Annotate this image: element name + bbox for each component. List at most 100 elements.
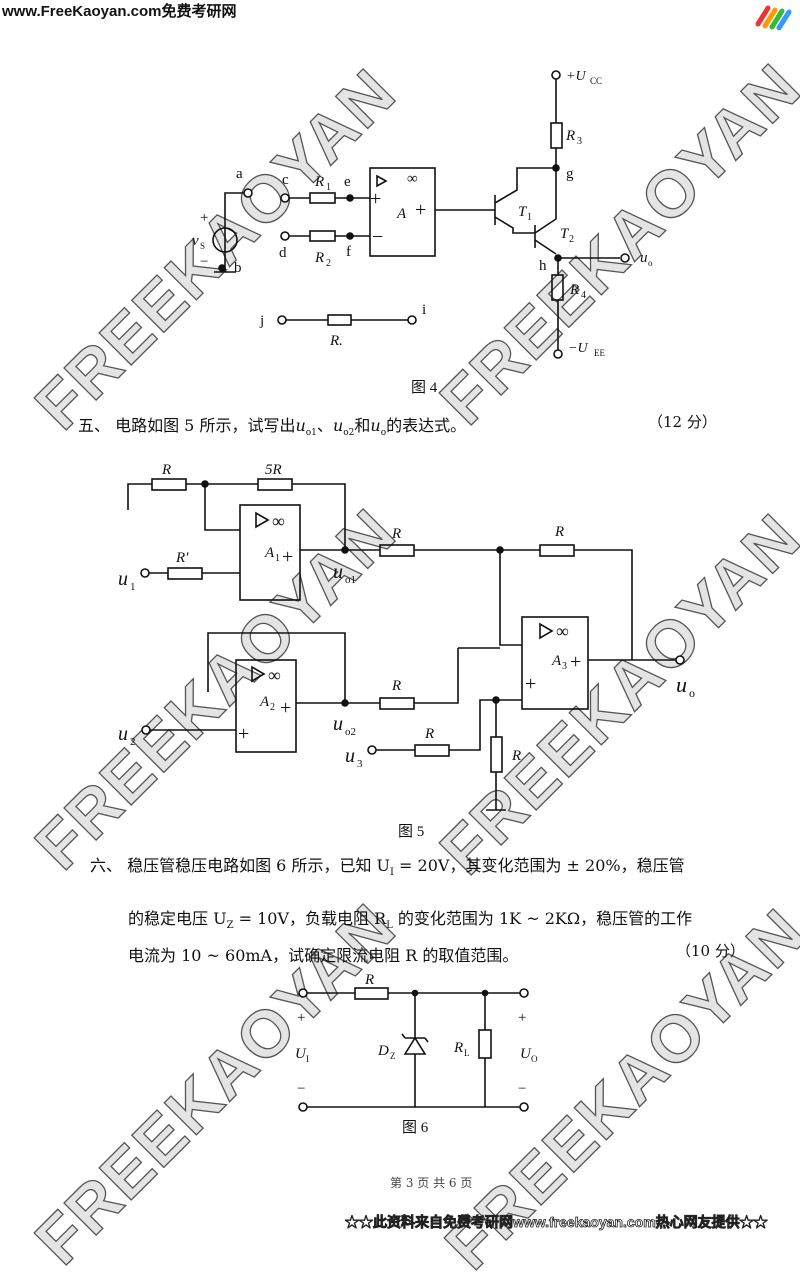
source-plus: + xyxy=(200,210,208,226)
page-number: 第 3 页 共 6 页 xyxy=(390,1176,473,1190)
uo-label: U xyxy=(520,1046,532,1062)
a3-in-sign: + xyxy=(525,673,536,695)
u1-label: u xyxy=(118,568,128,590)
u1-sub: 1 xyxy=(130,581,136,593)
question-6-line2: 的稳定电压 UZ = 10V，负载电阻 RL 的变化范围为 1K ~ 2KΩ，稳… xyxy=(128,905,692,931)
r1-sub: 1 xyxy=(326,182,331,193)
r-mid-label: R xyxy=(391,526,401,542)
r-fb-label: R xyxy=(554,524,564,540)
a3-sub: 3 xyxy=(562,661,567,672)
r2-sub: 2 xyxy=(326,258,331,269)
node-e-label: e xyxy=(344,174,351,190)
node-d-label: d xyxy=(279,245,287,261)
a3-infinity: ∞ xyxy=(556,621,569,641)
q6-text: = 10V，负载电阻 R xyxy=(233,909,387,928)
and-text: 和 xyxy=(354,416,371,435)
uz-sub: Z xyxy=(226,920,234,932)
rl-sub: L xyxy=(386,920,393,932)
q5-score: （12 分） xyxy=(648,413,717,431)
vee-sub: EE xyxy=(594,348,605,358)
rprime-label: R' xyxy=(175,550,189,566)
uo-var: u xyxy=(370,416,381,435)
input-plus: + xyxy=(297,1010,305,1026)
r1-label: R xyxy=(314,174,324,190)
opamp-a-label: A xyxy=(396,206,407,222)
uo-sub: o xyxy=(648,258,653,268)
sep: 、 xyxy=(316,416,333,435)
uo2-sub: o2 xyxy=(343,428,355,439)
node-g-label: g xyxy=(566,166,574,182)
q5-text-end: 的表达式。 xyxy=(386,416,467,435)
t1-label: T xyxy=(518,204,528,220)
a1-out-sign: + xyxy=(282,546,293,568)
vs-sub: S xyxy=(200,241,205,251)
question-6-line3: 电流为 10 ~ 60mA，试确定限流电阻 R 的取值范围。 xyxy=(128,946,519,965)
q5-text: 五、 电路如图 5 所示，试写出 xyxy=(78,416,296,435)
uo2-var: u xyxy=(332,416,344,435)
a2-infinity: ∞ xyxy=(268,665,281,685)
q6-text: = 20V，其变化范围为 ± 20%，稳压管 xyxy=(393,856,685,875)
a1-infinity: ∞ xyxy=(272,511,285,531)
uo2-label: u xyxy=(333,713,343,735)
u2-sub: 2 xyxy=(130,736,136,748)
question-5: 五、 电路如图 5 所示，试写出uo1、uo2和uo的表达式。 xyxy=(78,412,466,438)
output-sign: + xyxy=(415,199,426,221)
r-ground-label: R xyxy=(511,748,521,764)
a2-sub: 2 xyxy=(270,702,275,713)
node-f-label: f xyxy=(346,244,351,260)
r-label: R xyxy=(364,972,374,988)
t2-label: T xyxy=(560,226,570,242)
u3-label: u xyxy=(345,745,355,767)
a3-label: A xyxy=(551,653,562,669)
a1-sub: 1 xyxy=(275,553,280,564)
r-top-label: R xyxy=(161,462,171,478)
node-h-label: h xyxy=(539,258,547,274)
uo-label: u xyxy=(676,672,687,697)
logo-icon xyxy=(752,2,792,30)
node-c-label: c xyxy=(282,172,289,188)
r3-label: R xyxy=(565,128,575,144)
a2-out-sign: + xyxy=(280,697,291,719)
rl-label: R xyxy=(453,1040,463,1056)
source-minus: − xyxy=(200,254,208,270)
r4-label: R xyxy=(569,282,579,298)
u3-sub: 3 xyxy=(357,758,363,770)
ui-sub: I xyxy=(306,1054,309,1064)
a2-label: A xyxy=(259,694,270,710)
noninverting-sign: + xyxy=(370,188,381,210)
node-i-label: i xyxy=(422,302,426,318)
r-label: R. xyxy=(329,333,343,349)
ui-label: U xyxy=(295,1046,307,1062)
uo2-sub: o2 xyxy=(345,726,356,738)
q6-text: 的变化范围为 1K ~ 2KΩ，稳压管的工作 xyxy=(392,909,693,928)
r5-label: 5R xyxy=(265,462,282,478)
r-u3-label: R xyxy=(424,726,434,742)
r-a2-label: R xyxy=(391,678,401,694)
uo1-sub: o1 xyxy=(345,574,356,586)
vee-label: −U xyxy=(568,341,588,356)
r2-label: R xyxy=(314,250,324,266)
question-6-line1: 六、 稳压管稳压电路如图 6 所示，已知 UI = 20V，其变化范围为 ± 2… xyxy=(90,852,685,878)
dz-sub: Z xyxy=(390,1051,396,1061)
q6-text: 六、 稳压管稳压电路如图 6 所示，已知 U xyxy=(90,856,391,875)
a1-label: A xyxy=(264,545,275,561)
inverting-sign: − xyxy=(372,226,383,248)
t1-sub: 1 xyxy=(527,212,532,223)
output-plus: + xyxy=(518,1010,526,1026)
uo-sub: o xyxy=(380,428,387,439)
input-minus: − xyxy=(297,1081,305,1097)
r4-sub: 4 xyxy=(581,290,586,301)
source-banner: ★★此资料来自免费考研网www.freekaoyan.com热心网友提供★★ xyxy=(345,1214,768,1231)
uo1-sub: o1 xyxy=(305,428,317,439)
infinity-symbol: ∞ xyxy=(407,171,418,187)
vcc-sub: CC xyxy=(590,76,602,86)
figure-5-caption: 图 5 xyxy=(398,823,424,840)
uo-sub: O xyxy=(531,1054,538,1064)
q6-text: 的稳定电压 U xyxy=(128,909,227,928)
q6-score: （10 分） xyxy=(676,942,745,960)
a3-out-sign: + xyxy=(570,651,581,673)
t2-sub: 2 xyxy=(569,234,574,245)
